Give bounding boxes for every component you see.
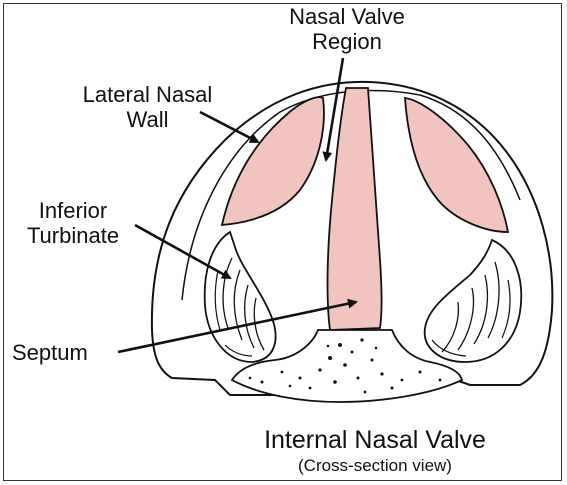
left-lateral-wall	[220, 96, 325, 227]
caption-subtitle: (Cross-section view)	[298, 456, 452, 475]
caption-title: Internal Nasal Valve	[264, 426, 486, 454]
label-septum: Septum	[12, 340, 88, 365]
right-lateral-wall	[404, 96, 510, 233]
label-nasal-valve-region: Nasal Valve Region	[289, 4, 405, 55]
arrow-septum	[117, 298, 358, 354]
arrow-nasal-valve	[322, 57, 345, 162]
arrow-lateral-wall	[199, 110, 260, 144]
label-lateral-nasal-wall: Lateral Nasal Wall	[82, 82, 213, 133]
right-inferior-turbinate	[423, 238, 523, 363]
septum-shape	[326, 87, 383, 331]
septal-base	[230, 329, 464, 403]
label-inferior-turbinate: Inferior Turbinate	[26, 198, 120, 249]
arrow-inferior-turbinate	[134, 223, 232, 280]
inner-dome-line	[181, 89, 521, 301]
figure-border	[3, 3, 562, 481]
